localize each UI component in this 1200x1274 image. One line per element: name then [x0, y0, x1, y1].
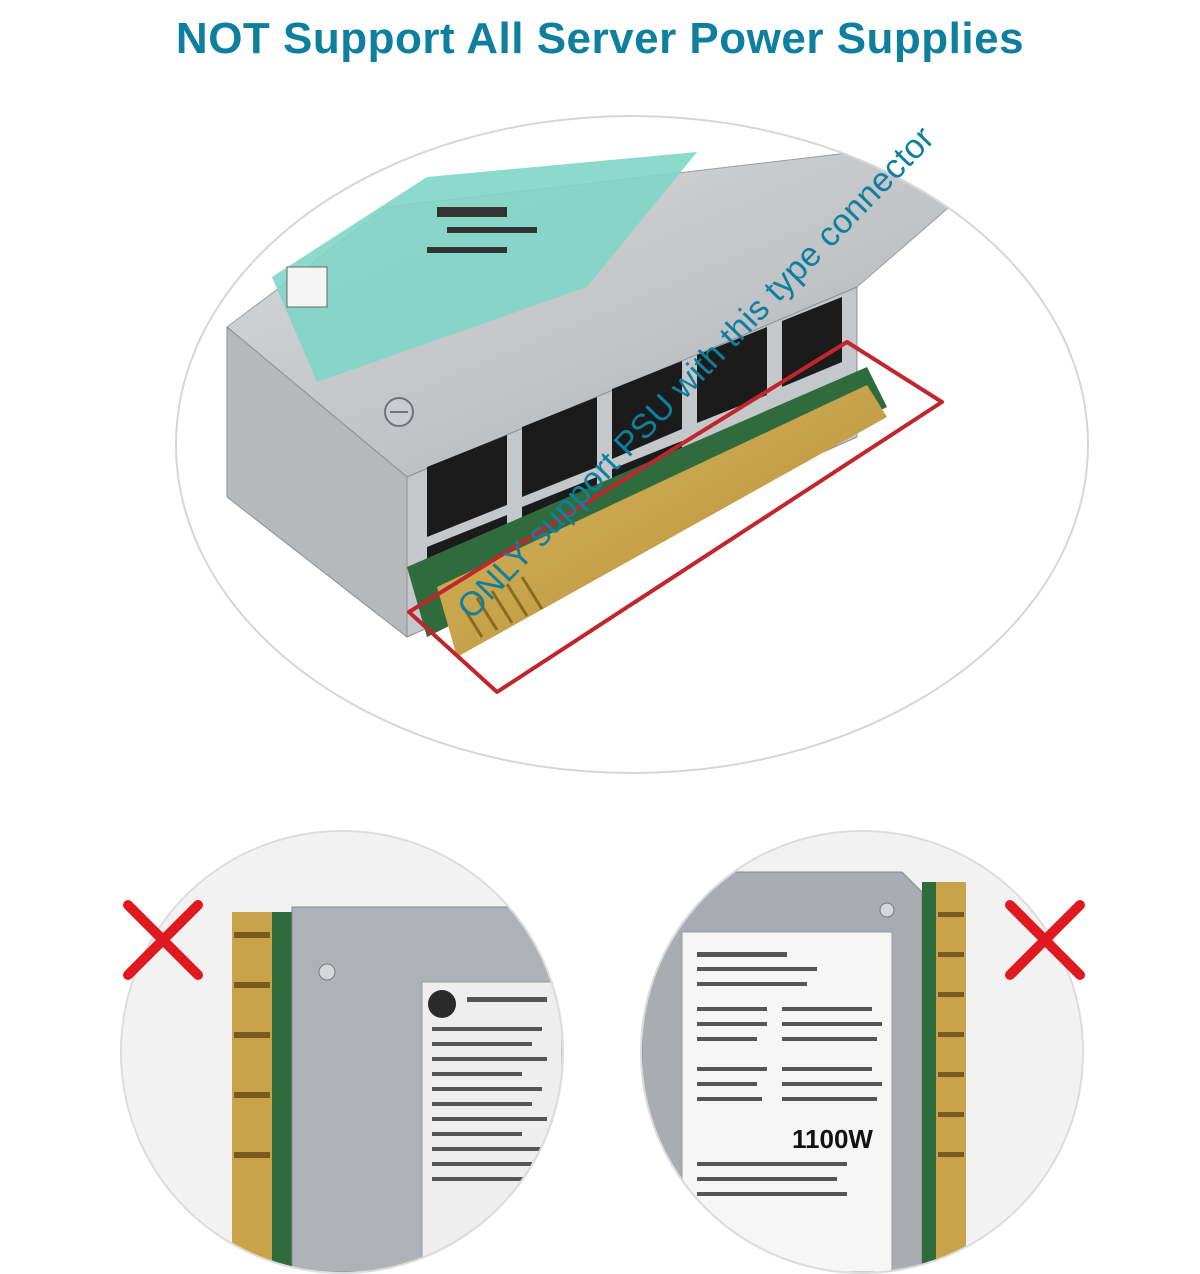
cross-icon — [1005, 900, 1085, 980]
page-title: NOT Support All Server Power Supplies — [175, 14, 1025, 63]
psu-illustration — [226, 151, 1009, 694]
left-psu-illustration — [122, 832, 562, 1272]
cross-icon — [123, 900, 203, 980]
main-psu-ellipse — [175, 115, 1089, 774]
wattage-label: 1100W — [792, 1124, 873, 1154]
